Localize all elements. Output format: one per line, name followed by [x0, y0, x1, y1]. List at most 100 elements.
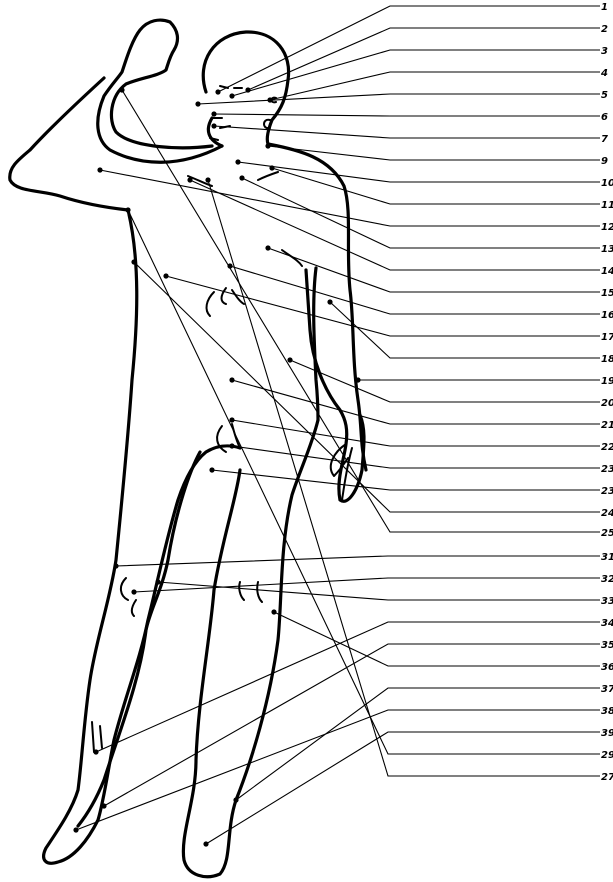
acupoint-dot	[271, 609, 276, 614]
acupoint-dot	[211, 111, 216, 116]
point-label: 37	[601, 684, 613, 695]
leader-line	[166, 276, 600, 336]
acupoint-dot	[269, 165, 274, 170]
body-outline	[10, 20, 366, 877]
acupoint-dot	[229, 443, 234, 448]
leader-line	[290, 360, 600, 402]
leader-line	[158, 582, 600, 600]
leader-line	[232, 446, 600, 468]
acupoint-dot	[131, 589, 136, 594]
leader-line	[190, 180, 600, 270]
leader-line	[218, 6, 600, 92]
leader-line	[206, 732, 600, 844]
point-label: 3	[601, 46, 608, 57]
arm-left-outline	[98, 20, 222, 162]
point-label: 18	[601, 354, 613, 365]
acupoint-dot	[97, 167, 102, 172]
leader-line	[212, 470, 600, 490]
acupoint-dot	[125, 207, 130, 212]
leader-line	[230, 266, 600, 314]
acupoint-dot	[229, 93, 234, 98]
point-label: 34	[601, 618, 613, 629]
acupoint-dot	[265, 143, 270, 148]
point-label: 24	[601, 508, 613, 519]
leader-line	[198, 94, 600, 104]
point-label: 31	[601, 552, 613, 563]
leader-line	[238, 162, 600, 182]
acupoint-dot	[203, 841, 208, 846]
point-label: 6	[601, 112, 608, 123]
point-label: 25	[601, 528, 613, 539]
acupoint-dot	[113, 563, 118, 568]
knee-marks	[121, 578, 262, 616]
point-label: 33	[601, 596, 613, 607]
acupoint-dot	[227, 263, 232, 268]
point-label: 5	[601, 90, 608, 101]
acupoint-dot	[187, 177, 192, 182]
leader-line	[236, 688, 600, 800]
inner-leg-left-outline	[78, 452, 200, 826]
point-label: 23	[601, 486, 613, 497]
point-label: 16	[601, 310, 613, 321]
leader-line	[248, 28, 600, 90]
acupoint-dot	[265, 245, 270, 250]
acupoint-dot	[287, 357, 292, 362]
leader-line	[116, 556, 600, 566]
acupoint-dot	[211, 123, 216, 128]
chest-marks	[188, 172, 302, 266]
acupoint-dot	[73, 827, 78, 832]
acupoint-dot	[239, 175, 244, 180]
leader-line	[242, 178, 600, 248]
leader-line	[270, 72, 600, 100]
leader-line	[214, 126, 600, 138]
acupoint-dot	[355, 377, 360, 382]
point-label: 21	[601, 420, 613, 431]
point-label: 2	[601, 24, 608, 35]
leader-line	[208, 180, 600, 776]
point-label: 12	[601, 222, 613, 233]
point-label: 23	[601, 464, 613, 475]
point-label: 35	[601, 640, 613, 651]
leader-line	[104, 644, 600, 806]
point-label: 17	[601, 332, 613, 343]
point-label: 14	[601, 266, 613, 277]
leader-line	[214, 114, 600, 116]
label-column: 1234567910111213141516171819202122232324…	[600, 2, 613, 783]
point-label: 13	[601, 244, 613, 255]
point-label: 7	[601, 134, 608, 145]
acupoint-dot	[195, 101, 200, 106]
acupoint-dot	[101, 803, 106, 808]
torso-right-outline	[183, 144, 366, 877]
point-label: 4	[600, 68, 608, 79]
acupoint-dot	[131, 259, 136, 264]
point-label: 36	[601, 662, 613, 673]
leader-lines	[76, 6, 600, 844]
acupoint-dot	[235, 159, 240, 164]
point-label: 38	[601, 706, 613, 717]
leader-line	[76, 710, 600, 830]
face-marks	[210, 86, 276, 140]
torso-left-outline	[44, 210, 240, 863]
point-label: 9	[601, 156, 608, 167]
acupoint-dot	[267, 97, 272, 102]
leader-line	[330, 302, 600, 358]
point-label: 27	[601, 772, 613, 783]
point-label: 22	[601, 442, 613, 453]
point-label: 32	[601, 574, 613, 585]
shin-marks	[92, 722, 102, 752]
point-label: 1	[601, 2, 608, 13]
acupoint-dot	[205, 177, 210, 182]
point-label: 39	[601, 728, 613, 739]
acupoint-dot	[229, 377, 234, 382]
point-label: 10	[601, 178, 613, 189]
acupoint-dot	[245, 87, 250, 92]
point-label: 15	[601, 288, 613, 299]
acupoint-dot	[233, 797, 238, 802]
point-label: 19	[601, 376, 613, 387]
acupoint-dot	[155, 579, 160, 584]
acupoint-dot	[209, 467, 214, 472]
acupoint-dot	[163, 273, 168, 278]
point-label: 29	[601, 750, 613, 761]
acupoint-dot	[215, 89, 220, 94]
